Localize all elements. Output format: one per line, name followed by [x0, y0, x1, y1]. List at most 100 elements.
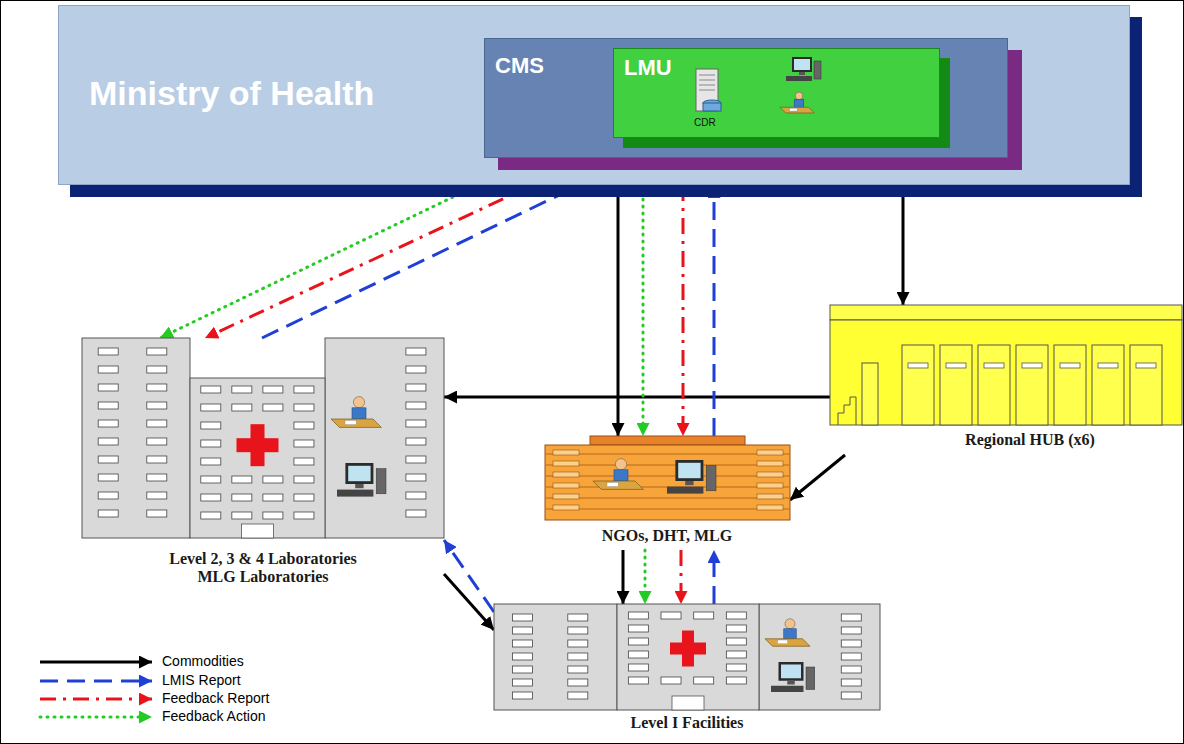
shape-part: [568, 692, 588, 699]
shape-part: [678, 463, 700, 478]
shape-part: [978, 345, 1010, 425]
shape-part: [147, 492, 167, 499]
shape-part: [841, 653, 861, 660]
node-label: LMU: [624, 55, 672, 81]
shape-part: [568, 614, 588, 621]
lmis-report-arrow: [262, 185, 580, 338]
shape-part: [406, 438, 426, 445]
shape-part: [568, 679, 588, 686]
feedback-report-arrow: [680, 550, 683, 604]
shape-part: [263, 512, 283, 519]
shape-part: [98, 474, 118, 481]
level-one-facility: Level I Facilities: [494, 604, 880, 738]
shape-part: [406, 384, 426, 391]
shape-part: [682, 631, 694, 667]
shape-part: [201, 476, 221, 483]
shape-part: [661, 677, 681, 684]
shape-part: [661, 612, 681, 619]
legend-label: Feedback Report: [162, 690, 269, 707]
shape-part: [706, 466, 716, 491]
feedback-report-arrow: [205, 185, 533, 338]
shape-part: [406, 348, 426, 355]
shape-part: [672, 696, 704, 710]
shape-part: [628, 651, 648, 658]
ministry-band: Ministry of HealthCMSLMUCDR: [58, 5, 1130, 185]
shape-part: [147, 510, 167, 517]
shape-part: [757, 461, 783, 466]
shape-part: [726, 612, 746, 619]
wall-stripe: [546, 454, 789, 455]
shape-part: [1092, 345, 1124, 425]
shape-part: [781, 665, 801, 679]
shape-part: [568, 653, 588, 660]
node-label: Level I Facilities: [631, 714, 744, 732]
legend-label: Commodities: [162, 653, 244, 670]
shape-part: [98, 402, 118, 409]
shape-part: [787, 681, 795, 685]
shape-part: [263, 404, 283, 411]
shape-part: [726, 638, 746, 645]
shape-part: [406, 510, 426, 517]
shape-part: [757, 472, 783, 477]
shape-part: [553, 483, 579, 488]
shape-part: [190, 378, 325, 538]
shape-part: [1098, 363, 1118, 368]
shape-part: [263, 476, 283, 483]
wall-stripe: [546, 476, 789, 477]
shape-part: [294, 512, 314, 519]
shape-part: [940, 345, 972, 425]
shape-part: [201, 422, 221, 429]
shape-part: [617, 604, 759, 710]
shape-part: [757, 505, 783, 510]
shape-part: [98, 456, 118, 463]
shape-part: [726, 677, 746, 684]
shape-part: [790, 108, 798, 111]
shape-part: [757, 450, 783, 455]
shape-part: [345, 463, 373, 484]
shape-part: [590, 436, 745, 445]
district-office: NGOs, DHT, MLG: [545, 436, 790, 550]
legend-line: [40, 698, 152, 701]
lvl1-illustration: [494, 604, 880, 710]
computer-icon: [786, 57, 821, 81]
laboratory-building: Level 2, 3 & 4 Laboratories MLG Laborato…: [82, 338, 444, 596]
shape-part: [294, 494, 314, 501]
shape-part: [345, 420, 356, 424]
shape-part: [98, 492, 118, 499]
labs-illustration: [82, 338, 444, 538]
hub-illustration: [830, 305, 1182, 425]
shape-part: [628, 612, 648, 619]
shape-part: [545, 445, 790, 520]
shape-part: [908, 363, 928, 368]
shape-part: [1136, 363, 1156, 368]
shape-part: [406, 474, 426, 481]
shape-part: [685, 481, 693, 485]
node-label: CMS: [495, 53, 544, 79]
server-slot: [699, 90, 715, 91]
shape-part: [251, 424, 265, 466]
shape-part: [294, 422, 314, 429]
shape-part: [98, 348, 118, 355]
node-label: NGOs, DHT, MLG: [602, 527, 732, 545]
shape-part: [512, 627, 532, 634]
shape-part: [294, 404, 314, 411]
feedback-action-arrow: [644, 550, 647, 604]
shape-part: [98, 384, 118, 391]
wall-stripe: [546, 465, 789, 466]
shape-part: [406, 420, 426, 427]
shape-part: [726, 664, 746, 671]
shape-part: [376, 469, 386, 494]
shape-part: [553, 494, 579, 499]
shape-part: [830, 305, 1182, 320]
legend-line: [40, 661, 152, 664]
shape-part: [984, 363, 1004, 368]
shape-part: [201, 440, 221, 447]
shape-part: [201, 386, 221, 393]
shape-part: [786, 76, 812, 81]
shape-part: [512, 692, 532, 699]
shape-part: [147, 402, 167, 409]
shape-part: [147, 456, 167, 463]
node-sublabel: CDR: [694, 117, 716, 128]
shape-part: [1130, 345, 1162, 425]
